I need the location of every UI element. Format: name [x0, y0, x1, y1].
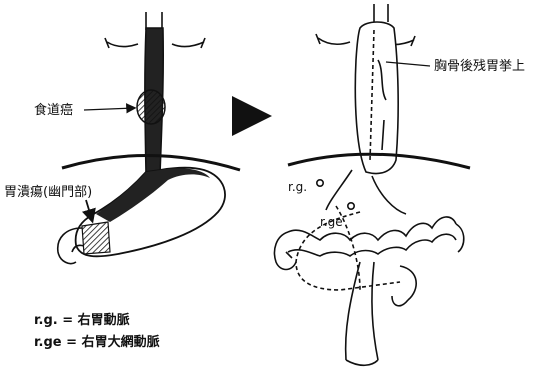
rge-artery-marker	[348, 203, 354, 209]
right-lifted-stomach	[355, 22, 398, 174]
rg-artery-marker	[317, 180, 323, 186]
label-esophageal-cancer: 食道癌	[34, 102, 73, 118]
legend-line-2: r.ge = 右胃大網動脈	[34, 334, 160, 350]
label-retrosternal-lift: 胸骨後残胃挙上	[434, 59, 525, 74]
left-gastric-ulcer-region	[82, 222, 110, 254]
right-transverse-colon	[288, 217, 456, 240]
label-rg: r.g.	[288, 180, 307, 194]
legend-line-1: r.g. = 右胃動脈	[34, 312, 130, 328]
left-esophageal-tumor	[137, 90, 165, 124]
label-gastric-ulcer: 胃潰瘍(幽門部)	[4, 184, 92, 200]
label-rge: r.ge	[320, 215, 343, 229]
left-figure	[58, 12, 240, 264]
tumor-leader-line	[84, 108, 134, 110]
